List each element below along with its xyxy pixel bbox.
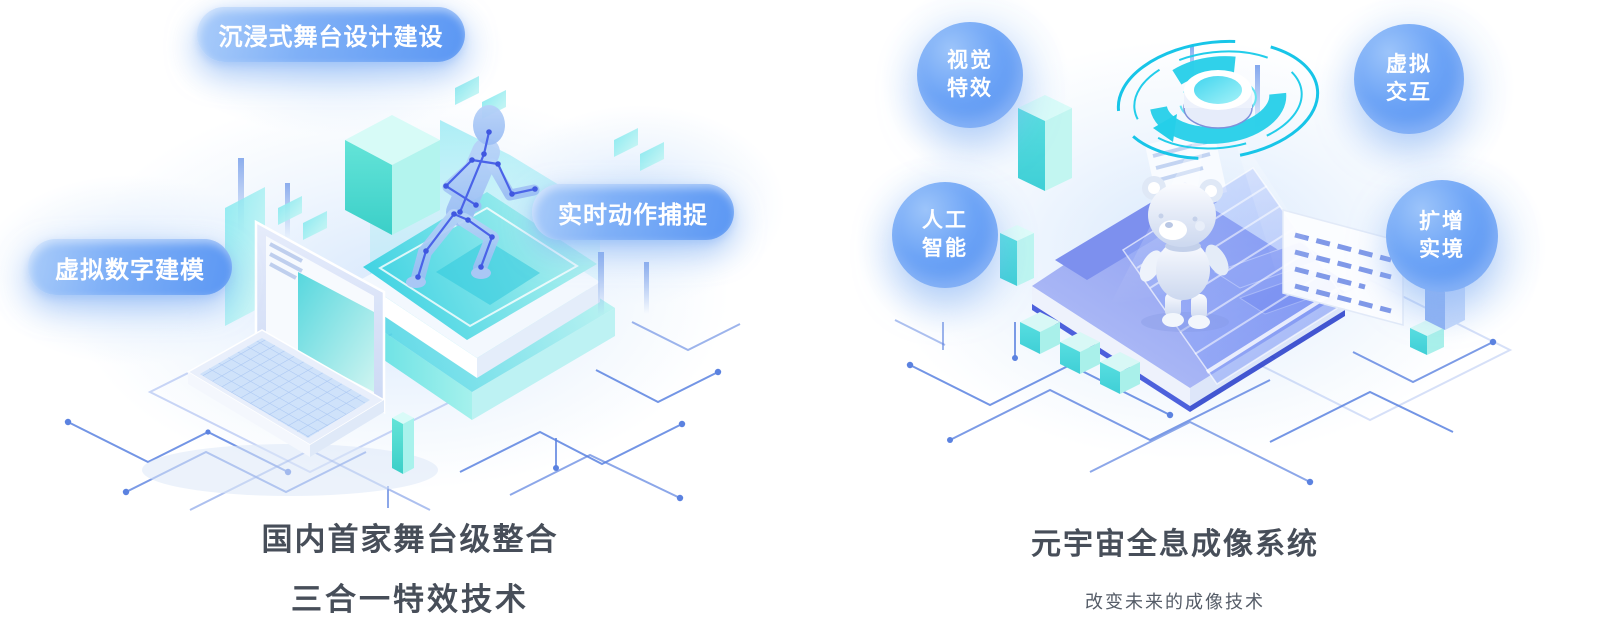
badge-augmented-reality: 扩增 实境 <box>1386 180 1498 292</box>
badge-label: 虚拟 <box>1386 53 1432 76</box>
badge-label: 扩增 <box>1419 210 1465 233</box>
badge-immersive-stage-design: 沉浸式舞台设计建设 <box>197 7 465 62</box>
accent-pillars <box>598 252 649 316</box>
teal-cube-icon <box>1020 272 1465 394</box>
left-caption-line2: 三合一特效技术 <box>291 582 529 617</box>
badge-label: 沉浸式舞台设计建设 <box>218 24 444 51</box>
left-caption-line1: 国内首家舞台级整合 <box>261 522 559 557</box>
hologram-robot-illustration <box>894 39 1513 486</box>
data-panel-icon <box>1282 209 1404 326</box>
badge-visual-effects: 视觉 特效 <box>917 22 1023 128</box>
left-caption: 国内首家舞台级整合 三合一特效技术 <box>130 514 690 619</box>
right-caption-title: 元宇宙全息成像系统 <box>1031 528 1319 561</box>
teal-box-icon <box>1000 45 1260 286</box>
laptop-icon <box>142 219 438 496</box>
right-caption: 元宇宙全息成像系统 改变未来的成像技术 <box>895 519 1455 614</box>
badge-label: 视觉 <box>947 49 993 72</box>
badge-label: 实境 <box>1419 238 1465 261</box>
badge-artificial-intelligence: 人工 智能 <box>892 182 998 288</box>
badge-virtual-digital-modeling: 虚拟数字建模 <box>28 239 232 295</box>
hologram-rings-icon <box>1116 39 1320 161</box>
mocap-stage-illustration <box>64 76 741 511</box>
teal-pillar-icon <box>392 412 414 474</box>
mocap-runner-icon <box>406 105 540 288</box>
robot-icon <box>1139 176 1229 332</box>
badge-virtual-interaction: 虚拟 交互 <box>1354 24 1464 134</box>
badge-label: 交互 <box>1386 81 1432 104</box>
badge-label: 人工 <box>922 209 968 232</box>
badge-label: 虚拟数字建模 <box>55 256 205 284</box>
right-caption-subtitle: 改变未来的成像技术 <box>1085 592 1265 612</box>
badge-realtime-motion-capture: 实时动作捕捉 <box>532 184 734 240</box>
badge-label: 特效 <box>947 77 993 100</box>
teal-cube-icon <box>345 115 440 235</box>
badge-label: 智能 <box>922 237 968 260</box>
badge-label: 实时动作捕捉 <box>558 201 708 229</box>
